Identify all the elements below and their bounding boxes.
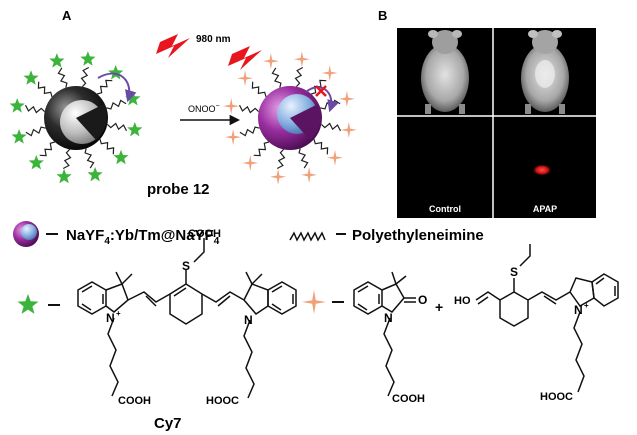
energy-transfer-arrow-right [305, 86, 339, 113]
pei-chain [37, 81, 53, 97]
probe-name: probe 12 [147, 181, 210, 198]
oxindole-cooh: COOH [392, 393, 425, 405]
pei-chain [97, 79, 113, 95]
lightning-bolt-icon [156, 34, 190, 58]
pei-chain [24, 104, 46, 114]
product-sparks-right [223, 51, 357, 185]
product-spark-icon [270, 168, 287, 185]
pei-chain [106, 122, 128, 132]
product-spark-icon [237, 70, 253, 87]
nanoparticle-probe-right [223, 51, 357, 185]
cy7-star-icon [9, 98, 25, 113]
cy7-star-icon [80, 51, 96, 66]
cy7-n-left: N [106, 311, 115, 325]
pei-chain [25, 126, 46, 137]
legend-star [17, 294, 60, 314]
legend-pei: Polyethyleneimine [289, 227, 484, 244]
mouse-apap-image [521, 30, 569, 114]
pei-chain [106, 99, 127, 110]
product-spark-icon [327, 149, 343, 166]
cy7-cooh-top: COOH [188, 228, 221, 240]
aldehyde-product-structure [475, 244, 619, 393]
legend-spark [302, 290, 344, 314]
product-spark-icon [293, 51, 310, 68]
reagent-label: ONOO− [188, 103, 220, 114]
product-spark-icon [262, 53, 279, 70]
pei-chain [253, 141, 269, 157]
pei-chain [57, 67, 68, 88]
cy7-stars-left [9, 51, 143, 184]
pei-chains-right [238, 66, 342, 170]
oxindole-structure [353, 271, 416, 397]
panel-b-label: B [378, 8, 387, 23]
pei-chain [320, 122, 342, 132]
aldehyde-n-plus: + [584, 301, 589, 310]
pei-chain [294, 66, 304, 88]
product-spark-icon [321, 65, 338, 81]
salmon-spark-icon [302, 290, 326, 314]
product-spark-icon [338, 90, 355, 107]
green-star-icon [17, 294, 39, 314]
cy7-cooh-left: COOH [118, 395, 151, 407]
pei-chain [313, 139, 329, 155]
pei-chain [39, 141, 55, 157]
apap-label: APAP [533, 204, 557, 214]
pei-label: Polyethyleneimine [352, 227, 484, 244]
product-spark-icon [301, 166, 318, 183]
cy7-star-icon [49, 53, 65, 68]
shell-cutaway-right [290, 104, 321, 140]
pei-chain [80, 66, 90, 88]
luminescence-signal-spot [532, 164, 552, 176]
control-label: Control [429, 204, 461, 214]
pei-chain [276, 148, 286, 170]
shell-cutaway [76, 104, 107, 140]
cy7-name: Cy7 [154, 415, 182, 432]
cy7-star-icon [127, 121, 143, 137]
pei-chain [84, 148, 95, 169]
product-spark-icon [223, 98, 240, 115]
product-spark-icon [242, 155, 259, 171]
energy-transfer-arrow-left [97, 72, 137, 103]
cy7-hooc-right: HOOC [206, 395, 239, 407]
aldehyde-ho: HO [454, 295, 471, 307]
pei-chain [62, 148, 72, 170]
cy7-star-icon [28, 155, 44, 170]
pei-chain [238, 104, 260, 114]
pei-chain [298, 148, 309, 169]
wavelength-label: 980 nm [196, 34, 231, 45]
panel-a-label: A [62, 8, 72, 23]
products-plus: + [435, 299, 443, 315]
product-spark-icon [225, 129, 242, 146]
pei-zigzag-icon [289, 231, 326, 242]
aldehyde-s: S [510, 265, 518, 279]
cy7-n-plus: + [116, 309, 121, 318]
oxindole-n: N [384, 311, 393, 325]
cy7-star-icon [56, 168, 72, 184]
pei-chains-left [24, 66, 128, 170]
legend-nanoparticle: NaYF4:Yb/Tm@NaYF4 [13, 221, 220, 247]
nanoparticle-probe-left [9, 51, 143, 184]
pei-chain [239, 126, 260, 137]
mouse-control-image [421, 30, 469, 114]
cy7-structure [77, 238, 297, 399]
cy7-star-icon [108, 65, 124, 80]
cy7-n-right: N [244, 313, 253, 327]
lightning-bolt-icon-2 [228, 46, 262, 70]
cy7-star-icon [87, 166, 103, 182]
pei-chain [99, 139, 115, 155]
blocked-cross-icon [315, 85, 327, 97]
cy7-s: S [182, 259, 190, 273]
aldehyde-n: N [574, 303, 583, 317]
product-spark-icon [340, 121, 357, 138]
cy7-star-icon [11, 129, 27, 144]
cy7-star-icon [113, 149, 129, 165]
aldehyde-hooc: HOOC [540, 391, 573, 403]
oxindole-o: O [418, 293, 427, 307]
pei-chain [251, 81, 267, 97]
cy7-star-icon [23, 70, 39, 85]
np-composition-label: NaYF4:Yb/Tm@NaYF4 [66, 227, 220, 247]
pei-chain [271, 67, 282, 88]
imaging-panel: Control APAP [397, 28, 596, 218]
